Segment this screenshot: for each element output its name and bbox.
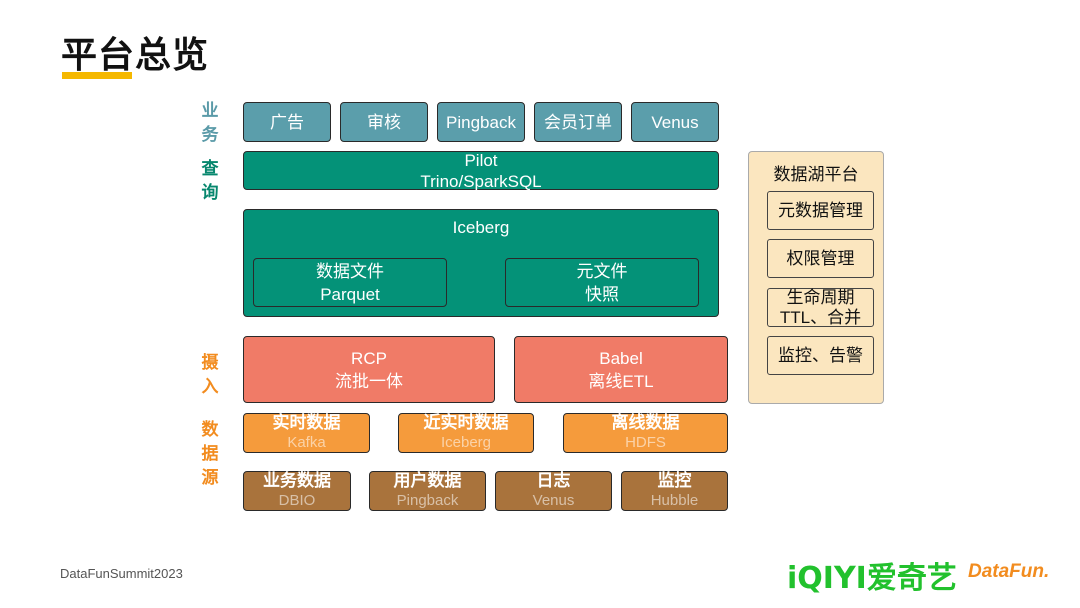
ingest-name: RCP [351,348,387,368]
iceberg-title: Iceberg [452,218,510,237]
source-name: 实时数据 [272,413,341,432]
datafun-logo: DataFun. [968,561,1050,582]
meta-files-label: 元文件 [576,261,628,281]
business-box-pingback: Pingback [437,102,525,142]
source-near-realtime: 近实时数据 Iceberg [398,413,534,453]
source-name: 日志 [536,471,571,490]
ingest-babel: Babel 离线ETL [514,336,728,403]
source-business-data: 业务数据 DBIO [243,471,351,511]
lake-item-label: 权限管理 [786,248,855,268]
business-box-review: 审核 [340,102,428,142]
ingest-name: Babel [599,348,643,368]
source-system: Hubble [650,492,699,509]
source-realtime: 实时数据 Kafka [243,413,370,453]
lake-item-lifecycle: 生命周期 TTL、合并 [767,288,874,327]
label-query: 查询 [201,159,219,203]
business-label: Venus [651,112,699,132]
source-name: 近实时数据 [423,413,509,432]
source-system: Iceberg [440,434,492,451]
source-name: 用户数据 [393,471,462,490]
query-layer: Pilot Trino/SparkSQL [243,150,719,191]
business-box-member-order: 会员订单 [534,102,622,142]
source-system: Venus [532,492,575,509]
source-name: 离线数据 [611,413,680,432]
data-files-format: Parquet [320,284,380,304]
lake-item-label: 生命周期 [786,287,855,307]
source-logs: 日志 Venus [495,471,612,511]
query-engine-sub: Trino/SparkSQL [420,171,542,191]
business-label: 审核 [367,112,401,132]
source-system: HDFS [625,434,666,451]
title-underline [62,72,132,79]
ingest-desc: 离线ETL [588,371,654,391]
query-engine-name: Pilot [464,150,498,170]
source-monitoring: 监控 Hubble [621,471,728,511]
iceberg-data-files: 数据文件 Parquet [253,258,447,307]
ingest-rcp: RCP 流批一体 [243,336,495,403]
source-name: 监控 [657,471,692,490]
lake-title: 数据湖平台 [773,165,859,184]
footer-text: DataFunSummit2023 [60,566,183,581]
label-business: 业务 [201,101,219,145]
lake-item-sublabel: TTL、合并 [779,307,862,327]
ingest-desc: 流批一体 [335,371,403,391]
business-box-venus: Venus [631,102,719,142]
iceberg-meta-files: 元文件 快照 [505,258,699,307]
page-title: 平台总览 [61,35,210,76]
lake-item-label: 监控、告警 [778,345,863,365]
iqiyi-logo: iQIYI爱奇艺 [787,561,957,596]
business-label: Pingback [446,112,516,132]
lake-item-metadata: 元数据管理 [767,191,874,230]
source-user-data: 用户数据 Pingback [369,471,486,511]
label-ingest: 摄入 [201,353,219,397]
source-system: Pingback [396,492,459,509]
label-source: 数据源 [201,420,219,488]
lake-item-monitoring: 监控、告警 [767,336,874,375]
business-label: 广告 [270,112,304,132]
source-offline: 离线数据 HDFS [563,413,728,453]
source-system: Kafka [287,434,326,451]
business-label: 会员订单 [544,112,612,132]
lake-item-label: 元数据管理 [778,200,863,220]
business-box-ads: 广告 [243,102,331,142]
meta-files-type: 快照 [585,284,619,304]
source-system: DBIO [278,492,316,509]
source-name: 业务数据 [263,471,331,490]
lake-item-permissions: 权限管理 [767,239,874,278]
data-lake-platform: 数据湖平台 元数据管理 权限管理 生命周期 TTL、合并 监控、告警 [748,151,884,404]
data-files-label: 数据文件 [316,261,384,281]
